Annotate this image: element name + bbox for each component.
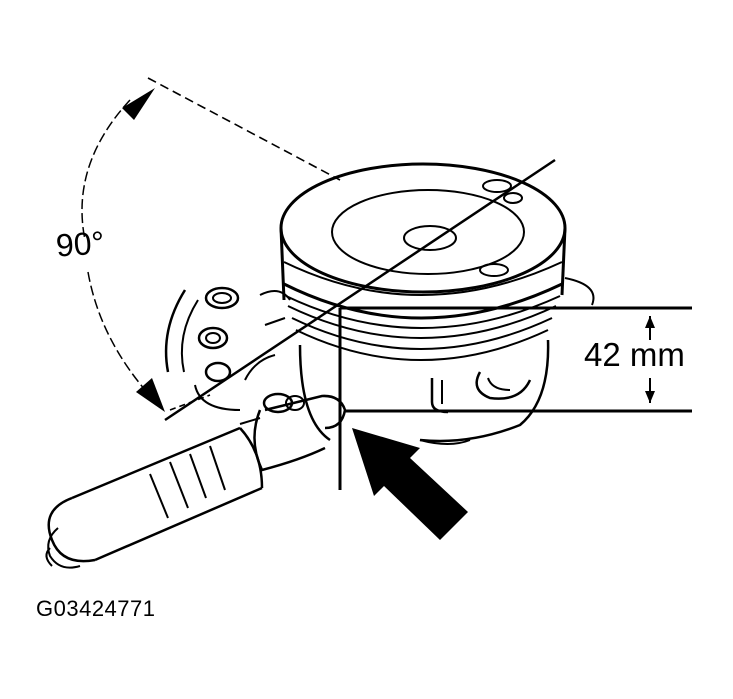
piston bbox=[279, 162, 595, 445]
angle-arc bbox=[81, 88, 165, 412]
arc-arrow-top bbox=[122, 88, 155, 120]
angle-label: 90° bbox=[54, 224, 106, 264]
figure-id: G03424771 bbox=[36, 596, 156, 621]
piston-axis-line bbox=[164, 158, 556, 422]
measurement-label: 42 mm bbox=[584, 336, 685, 373]
dimension-arrows bbox=[645, 316, 655, 403]
arc-arrow-bottom bbox=[136, 378, 165, 412]
micrometer-handle bbox=[45, 392, 347, 569]
micrometer-frame bbox=[164, 286, 291, 411]
angle-reference-lines bbox=[147, 77, 341, 411]
measurement-lines bbox=[338, 306, 692, 490]
pointer-arrow bbox=[352, 428, 468, 540]
